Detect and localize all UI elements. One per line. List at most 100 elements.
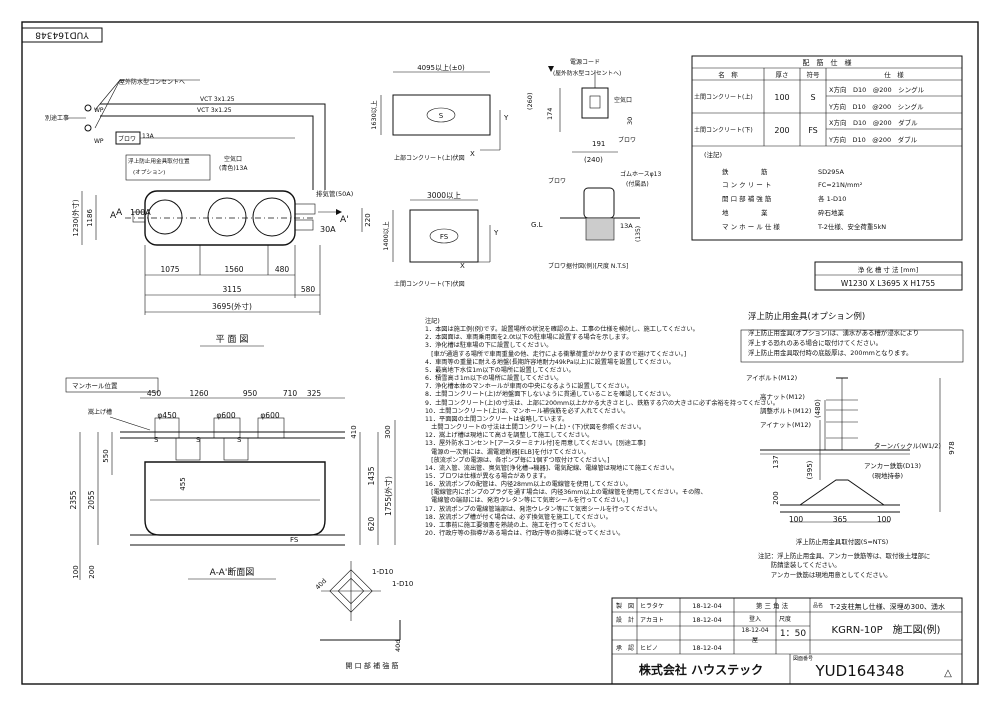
spec-table: 配 筋 仕 様 名 称 厚さ 符号 仕 様 土間コンクリート(上) 100 S … [691,55,963,241]
spec-row1-name: 土間コンクリート(上) [694,93,753,101]
section-a-right: A' [340,215,349,225]
sec-dim-100: 100 [72,565,80,578]
note-line: [車が通過する場所で車両重量の他、走行による衝撃荷重がかかりますので避けてくださ… [425,350,687,358]
sec-phi600b: φ600 [260,411,279,420]
blower2-label: ブロワ [548,177,566,185]
reinforce-d1: 1-D10 [372,568,393,576]
anchor-dim-365: 365 [833,515,848,524]
anchor-desc-1: 浮上防止用金具(オプション)は、湧水がある槽が浸水により [748,329,920,337]
note-line: 18．放流ポンプ槽が付く場合は、必ず換気管を施工してください。 [425,513,612,521]
sec-dim-200: 200 [88,565,96,578]
slab-upper-y: Y [503,114,509,122]
plan-view: 屋外防水型コンセントへ VCT 3x1.25 VCT 3x1.25 別途工事 W… [45,78,372,347]
slab-lower-rect [409,209,479,263]
spec-row1-y: Y方向 D10 @200 シングル [828,102,924,111]
spec-row2-y: Y方向 D10 @200 ダブル [828,135,918,144]
anchor-dim-480: (480) [814,399,822,418]
note-line: 14．流入管、流出管、臭気管[浄化槽→機器]、電気配線、電線管は現地にて施工くだ… [425,464,679,472]
reinforce-40d-a: 40d [314,577,328,591]
section-a-left: A [116,208,123,218]
option-label: (オプション) [133,169,165,176]
drain-label: 排気管(50A) [316,189,353,198]
tb-r1c1: 製 図 [616,602,634,610]
spec-row1-code: S [810,93,815,102]
note-line: 電源の一次側には、漏電遮断器[ELB]を付けてください。 [425,448,590,456]
tb-scale: 1：50 [780,629,806,639]
size-table: 浄 化 槽 寸 法 [mm] W1230 X L3695 X H1755 [814,261,963,291]
dim-a-left: A [110,211,117,221]
tb-num-label: 図面番号 [793,655,813,662]
reinforce-d2: 1-D10 [392,580,413,588]
dim-3115: 3115 [222,285,241,294]
spec-header-code: 符号 [807,70,821,79]
wp-label-2: WP [94,138,104,145]
anchor-note-box [125,154,211,181]
note-line: 20．行政庁等の指導がある場合は、行政庁等の指導に従ってください。 [425,530,625,538]
tb-scale-label: 尺度 [779,615,791,623]
dim-191: 191 [592,140,605,148]
note-line: 8．土間コンクリート(上)が地盤面下しないように貫通していることを確認してくださ… [425,391,675,399]
anchor-dim-137: 137 [772,455,780,468]
slab-upper-height: 1630以上 [369,100,378,130]
blower-detail-caption: ブロワ据付図(例)[尺度 N.T.S] [548,262,628,270]
spec-note-k3: 開 口 部 補 強 筋 [722,194,772,203]
section-view: マンホール位置 450 1260 950 710 325 φ450 φ600 φ… [65,377,396,580]
anchor-nut-high: 高ナット(M12) [760,392,805,401]
manhole-pos-label: マンホール位置 [72,381,118,390]
spec-note-head: (注記) [704,150,722,159]
tb-r2c4b: 18-12-04 [741,627,768,634]
a13-label: 13A [142,133,155,140]
notes-head: 注記) [425,318,440,325]
sec-dim-710: 710 [283,389,298,398]
dim-580: 580 [301,285,316,294]
spec-row2-name: 土間コンクリート(下) [694,126,753,134]
anchor-pos-label: 浮上防止用金具取付位置 [128,157,190,165]
note-line: 5．最高地下水位1m以下の場所に設置してください。 [425,366,575,374]
wp-label-1: WP [94,107,104,114]
dim-1230: 1230(外寸) [71,199,80,237]
slab-upper-mark: S [439,112,444,120]
note-line: [放流ポンプの電源は、各ポンプ毎に1個ずつ取付けてください。] [425,456,610,464]
anchor-caption: 浮上防止用金具取付図(S=NTS) [796,537,889,546]
note-line: 6．積雪高さ1m以下の場所に設置してください。 [425,375,563,383]
dim-240: (240) [584,156,603,164]
inlet-riser-label: 嵩上げ槽 [88,408,112,416]
tb-r2c1: 設 計 [616,616,634,624]
spec-header-spec: 仕 様 [884,70,904,79]
sec-dim-325: 325 [307,389,322,398]
manhole-3 [252,197,292,237]
anchor-eyebolt: アイボルト(M12) [746,374,797,382]
spec-header-thick: 厚さ [776,71,789,79]
blower-label: ブロワ [118,135,136,143]
sec-dim-300: 300 [384,425,392,438]
spec-note-k1: 鉄 筋 [722,167,768,176]
anchor-caution: 注記：浮上防止用金具、アンカー鉄筋等は、取付後土埋部に 防錆塗装してください。 … [758,552,930,580]
dim-3695: 3695(外寸) [212,301,252,311]
slab-lower-view: 3000以上 FS 1400以上 土間コンクリート(下)伏図 Y X [381,191,499,288]
tb-r2c4a: 登入 [749,615,761,623]
sec-phi600a: φ600 [216,411,235,420]
sec-dim-1755: 1755(外寸) [383,476,393,516]
tb-r1c4: 第 三 角 法 [756,601,789,610]
tb-name: T-2支柱無し仕様、深埋め300、湧水 [829,602,945,611]
anchor-bolt-adj: 調整ボルト(M12) [760,406,811,415]
title-block: 製 図 ヒラタケ 18-12-04 第 三 角 法 設 計 アカヨト 18-12… [611,597,963,685]
anchor-turnbuckle: ターンバックル(W1/2) [874,441,941,450]
spec-note-v1: SD295A [818,168,845,176]
tb-number: YUD164348 [815,662,905,680]
spec-title: 配 筋 仕 様 [803,58,852,67]
dim-1560: 1560 [224,265,243,274]
tb-r2c2: アカヨト [640,617,664,624]
doc-number-top: YUD164348 [35,30,90,40]
hose-label: ゴムホースφ13 [620,170,661,178]
tb-r2c3: 18-12-04 [692,616,722,624]
note-line: 15．ブロワは仕様が異なる場合があります。 [425,472,550,480]
anchor-dim-395: (395) [806,460,814,479]
blower-detail: 電源コード (屋外防水型コンセントへ) (260) 174 空気口 30 191… [526,58,661,270]
slab-lower-mark: FS [440,233,449,241]
anchor-dim-100a: 100 [789,515,804,524]
anchor-desc-3: 浮上防止用金具取付時の底版厚は、200mmとなります。 [748,349,913,357]
sec-dim-2355: 2355 [69,490,78,509]
slab-upper-x: X [470,150,475,158]
tb-company: 株式会社 ハウステック [639,662,763,677]
